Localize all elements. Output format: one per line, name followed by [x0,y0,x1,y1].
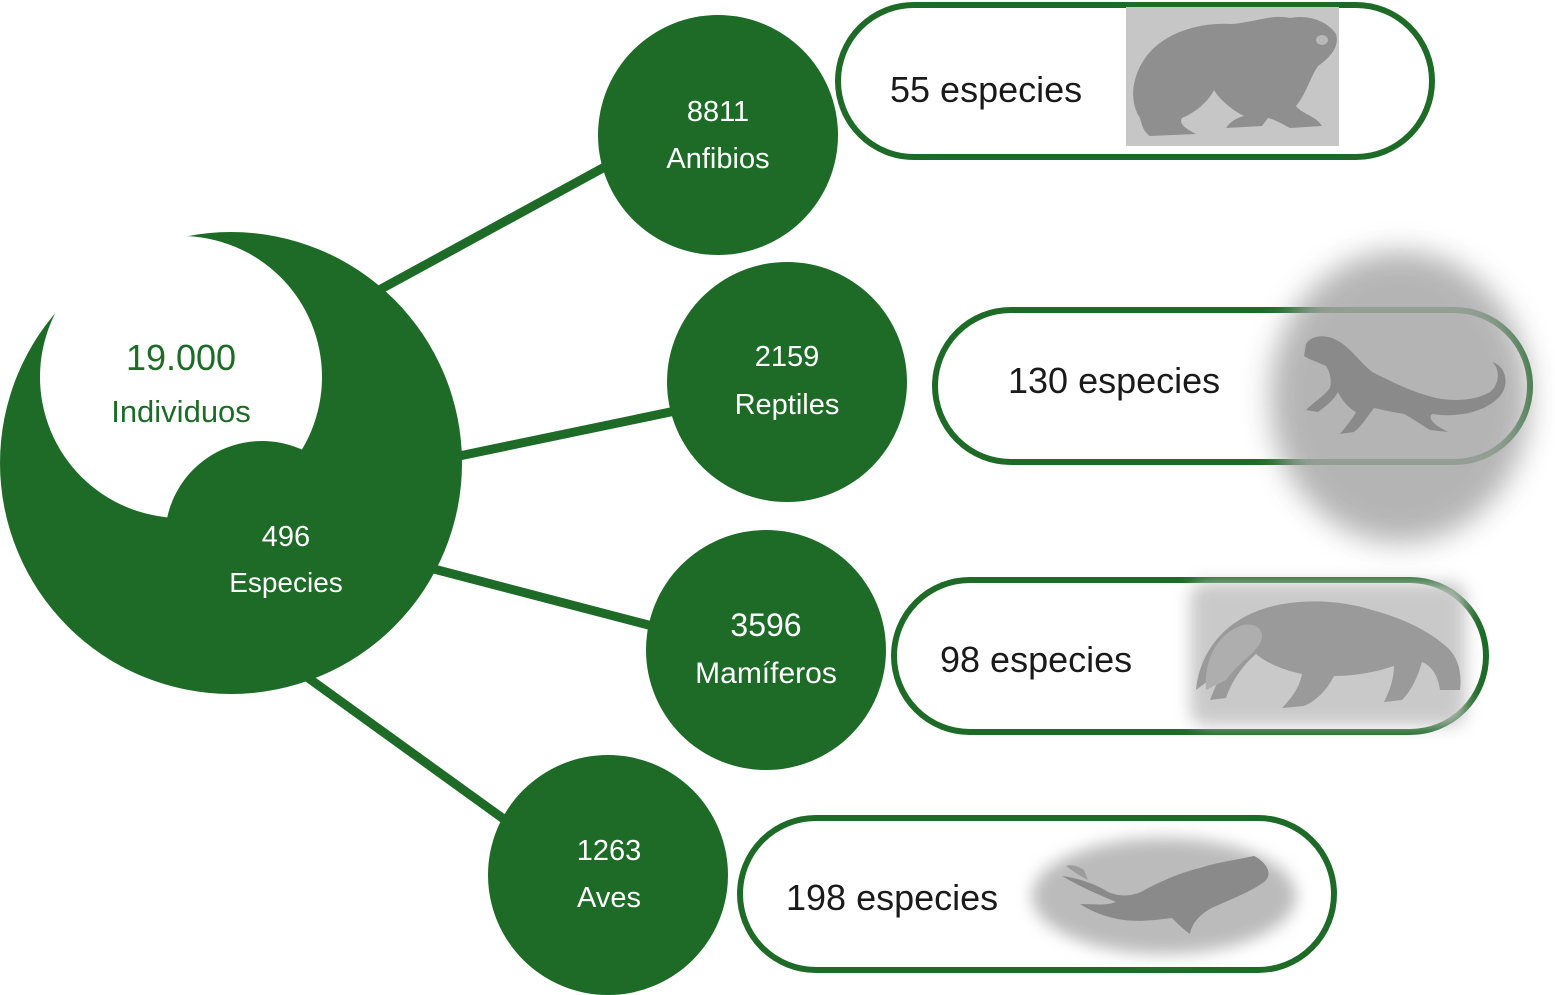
count-anfibios: 8811 [686,96,750,128]
individuals-label: Individuos [111,394,251,429]
count-mamiferos: 3596 [730,607,802,643]
label-aves: Aves [577,882,641,914]
label-reptiles: Reptiles [734,389,840,421]
connector-anfibios [365,158,617,300]
species-reptiles: 130 especies [1008,360,1221,401]
connector-reptiles [435,405,685,465]
species-circle [165,441,359,635]
bird-icon [1032,838,1296,954]
circle-aves [488,755,728,995]
anteater-icon [1190,582,1466,726]
species-value: 496 [261,521,311,553]
circle-anfibios [598,15,838,255]
circle-mamiferos [646,530,886,770]
species-label: Especies [229,567,343,598]
circle-reptiles [667,262,907,502]
connector-mamiferos [425,563,665,633]
label-anfibios: Anfibios [666,143,770,175]
connector-lines [295,158,685,830]
count-aves: 1263 [576,835,642,867]
species-mamiferos: 98 especies [940,639,1133,680]
species-anfibios: 55 especies [890,69,1083,110]
frog-icon [1126,7,1339,146]
label-mamiferos: Mamíferos [695,657,837,690]
individuals-value: 19.000 [125,337,237,378]
species-aves: 198 especies [786,877,999,918]
count-reptiles: 2159 [754,341,820,373]
lizard-icon [1270,251,1530,543]
connector-aves [295,667,517,830]
